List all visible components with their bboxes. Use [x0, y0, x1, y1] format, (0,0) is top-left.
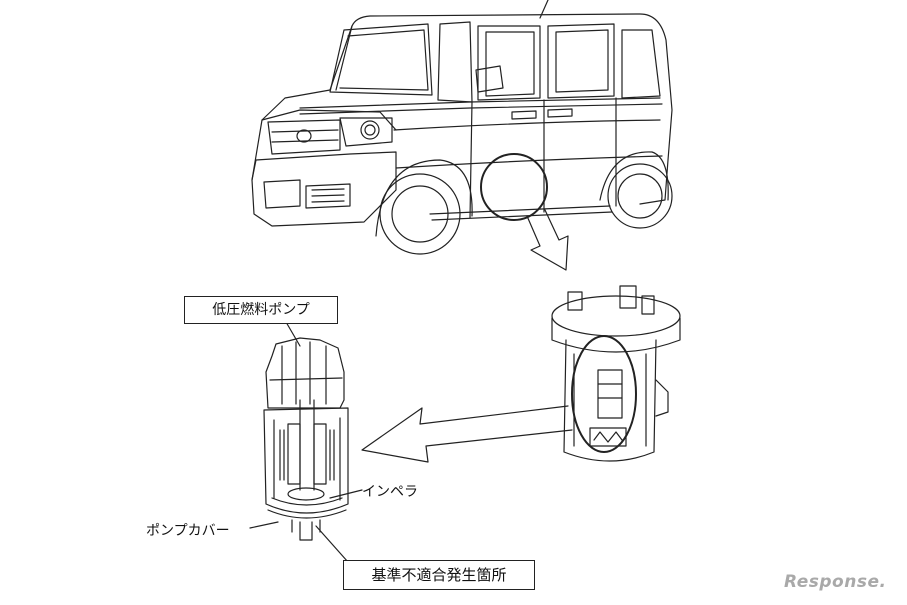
response-watermark-logo: Response.: [784, 572, 887, 592]
arrow-tank-to-pump: [361, 405, 573, 463]
car-highlight-circle: [480, 153, 548, 221]
leader-impeller: [329, 489, 363, 499]
leader-nonconformity: [315, 525, 349, 563]
pump-cutaway-illustration: [263, 337, 349, 541]
car-illustration: [251, 0, 673, 255]
pump-highlight-ellipse: [571, 335, 637, 453]
label-pump-cover: ポンプカバー: [146, 523, 230, 539]
label-impeller: インペラ: [362, 484, 418, 500]
fuel-module-illustration: [551, 285, 681, 462]
leader-cover: [249, 521, 279, 529]
leader-pump: [285, 321, 301, 347]
label-low-pressure-fuel-pump: 低圧燃料ポンプ: [184, 296, 338, 324]
label-nonconformity-location: 基準不適合発生箇所: [343, 560, 535, 590]
arrow-car-to-tank: [526, 209, 569, 271]
